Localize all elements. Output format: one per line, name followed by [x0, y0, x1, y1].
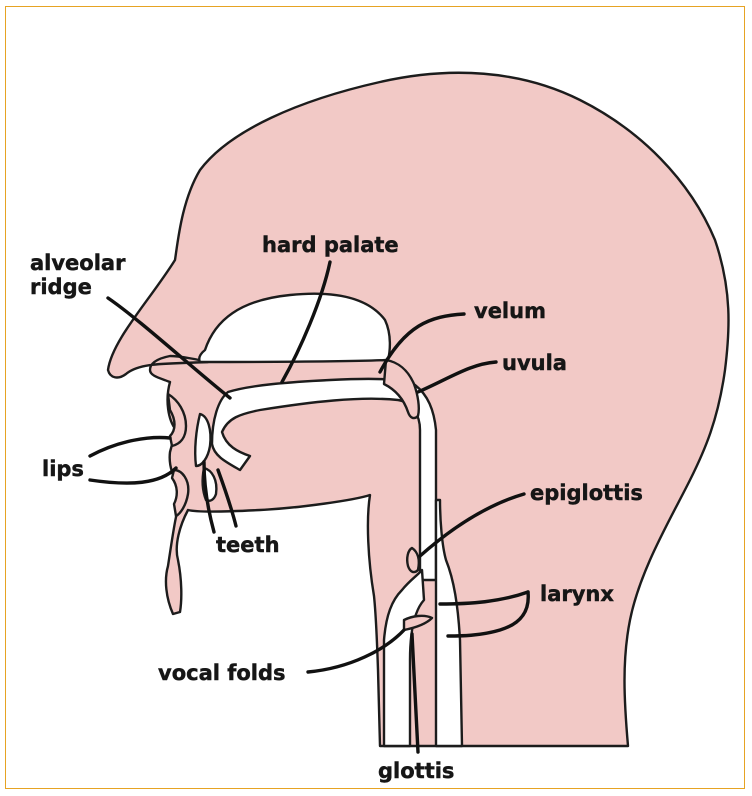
label-larynx: larynx	[540, 582, 614, 606]
label-glottis: glottis	[378, 759, 454, 783]
label-hard-palate: hard palate	[262, 233, 399, 257]
leader-lips-upper	[90, 438, 170, 456]
label-vocal-folds: vocal folds	[158, 661, 286, 685]
epiglottis-shape	[407, 548, 419, 572]
label-velum: velum	[474, 299, 546, 323]
label-ridge: ridge	[30, 275, 92, 299]
label-epiglottis: epiglottis	[530, 481, 643, 505]
label-teeth: teeth	[216, 533, 280, 557]
label-alveolar: alveolar	[30, 251, 126, 275]
leader-lips-lower	[90, 468, 176, 483]
label-lips: lips	[42, 457, 84, 481]
label-uvula: uvula	[502, 351, 567, 375]
